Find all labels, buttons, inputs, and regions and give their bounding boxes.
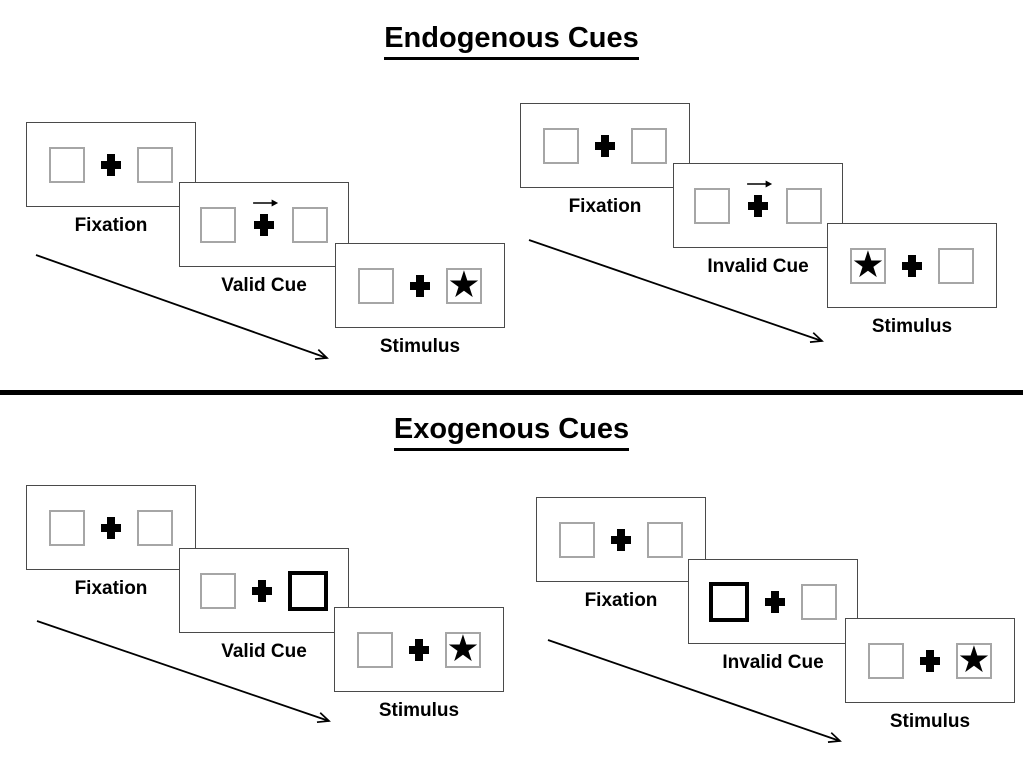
panel-unit-exo-invalid-fixation: Fixation [536, 497, 706, 612]
fixation-panel [26, 122, 196, 207]
right-box [647, 521, 683, 558]
fixation-cross-icon [920, 649, 940, 672]
left-box [200, 206, 236, 243]
fixation-panel [536, 497, 706, 582]
fixation-panel [520, 103, 690, 188]
left-box [868, 642, 904, 679]
left-box [559, 521, 595, 558]
stimulus-panel: ★ [845, 618, 1015, 703]
panel-label: Fixation [74, 215, 148, 236]
fixation-cross-icon [748, 194, 768, 217]
stimulus-panel: ★ [827, 223, 997, 308]
panel-unit-endo-invalid-fixation: Fixation [520, 103, 690, 218]
right-box [137, 146, 173, 183]
panel-label: Invalid Cue [722, 652, 824, 673]
left-box [357, 631, 393, 668]
fixation-cross-icon [101, 516, 121, 539]
star-icon: ★ [447, 262, 481, 306]
panel-label: Stimulus [871, 316, 953, 337]
fixation-cross-icon [254, 213, 274, 236]
cue-arrow-right-icon [747, 180, 773, 187]
panel-label: Fixation [74, 578, 148, 599]
star-icon: ★ [851, 242, 885, 286]
left-box [543, 127, 579, 164]
left-box [200, 572, 236, 609]
fixation-cross-icon [252, 579, 272, 602]
left-box [694, 187, 730, 224]
panel-unit-endo-invalid-cue: Invalid Cue [673, 163, 843, 278]
right-box [292, 206, 328, 243]
star-box-right: ★ [956, 637, 992, 681]
star-icon: ★ [446, 626, 480, 670]
central-cue [746, 180, 773, 217]
star-box-right: ★ [446, 262, 482, 306]
left-box [49, 146, 85, 183]
highlighted-cue-box-right [288, 570, 328, 611]
section-title-text: Exogenous Cues [393, 413, 630, 451]
star-box-left: ★ [850, 242, 886, 286]
star-icon: ★ [957, 637, 991, 681]
panel-unit-exo-valid-cue: Valid Cue [179, 548, 349, 663]
fixation-cross-icon [410, 274, 430, 297]
cue-panel [688, 559, 858, 644]
panel-unit-endo-valid-stimulus: ★ Stimulus [335, 243, 505, 358]
section-title-text: Endogenous Cues [384, 22, 639, 60]
central-cue [252, 199, 279, 236]
panel-unit-exo-valid-stimulus: ★ Stimulus [334, 607, 504, 722]
fixation-cross-icon [611, 528, 631, 551]
fixation-cross-icon [765, 590, 785, 613]
star-box-right: ★ [445, 626, 481, 670]
cue-arrow-right-icon [253, 199, 279, 206]
section-title-endogenous: Endogenous Cues [0, 22, 1023, 60]
panel-label: Valid Cue [221, 641, 307, 662]
fixation-cross-icon [902, 254, 922, 277]
cue-panel [179, 548, 349, 633]
panel-unit-exo-invalid-stimulus: ★ Stimulus [845, 618, 1015, 733]
fixation-panel [26, 485, 196, 570]
right-box [801, 583, 837, 620]
panel-unit-endo-valid-fixation: Fixation [26, 122, 196, 237]
right-box [137, 509, 173, 546]
panel-label: Stimulus [378, 700, 460, 721]
left-box [49, 509, 85, 546]
panel-unit-endo-valid-cue: Valid Cue [179, 182, 349, 297]
fixation-cross-icon [409, 638, 429, 661]
panel-unit-exo-valid-fixation: Fixation [26, 485, 196, 600]
panel-label: Fixation [584, 590, 658, 611]
cue-panel [179, 182, 349, 267]
cue-panel [673, 163, 843, 248]
panel-label: Invalid Cue [707, 256, 809, 277]
panel-unit-exo-invalid-cue: Invalid Cue [688, 559, 858, 674]
right-box [631, 127, 667, 164]
stimulus-panel: ★ [334, 607, 504, 692]
right-box [938, 247, 974, 284]
stimulus-panel: ★ [335, 243, 505, 328]
fixation-cross-icon [101, 153, 121, 176]
section-divider [0, 390, 1023, 395]
fixation-cross-icon [595, 134, 615, 157]
panel-label: Fixation [568, 196, 642, 217]
panel-unit-endo-invalid-stimulus: ★ Stimulus [827, 223, 997, 338]
section-title-exogenous: Exogenous Cues [0, 413, 1023, 451]
highlighted-cue-box-left [709, 581, 749, 622]
panel-label: Stimulus [379, 336, 461, 357]
right-box [786, 187, 822, 224]
left-box [358, 267, 394, 304]
panel-label: Valid Cue [221, 275, 307, 296]
panel-label: Stimulus [889, 711, 971, 732]
